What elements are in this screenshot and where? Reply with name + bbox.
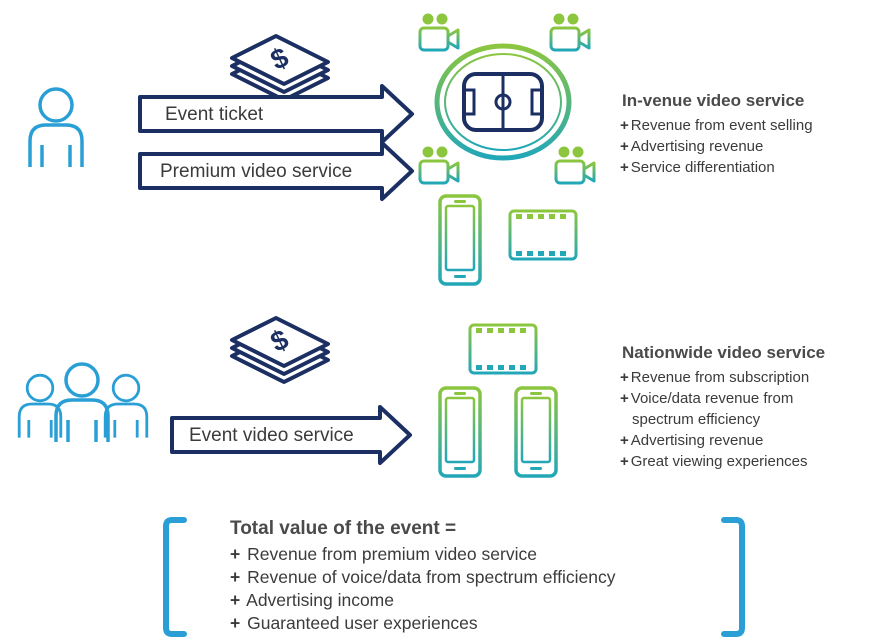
event-ticket-label: Event ticket <box>165 104 264 125</box>
stadium-icon <box>434 43 572 161</box>
smartphone-icon <box>514 386 558 478</box>
event-video-label: Event video service <box>189 425 354 446</box>
list-item: spectrum efficiency <box>632 411 761 428</box>
list-item: +Great viewing experiences <box>620 453 808 470</box>
film-strip-icon <box>468 323 538 375</box>
video-camera-icon <box>549 12 591 52</box>
person-icon <box>28 87 84 169</box>
nationwide-list: +Revenue from subscription +Voice/data r… <box>620 367 809 472</box>
list-item: +Advertising revenue <box>620 432 764 449</box>
list-item: +Revenue from event selling <box>620 117 813 134</box>
list-item: + Guaranteed user experiences <box>230 613 478 633</box>
premium-video-label: Premium video service <box>160 161 353 182</box>
nationwide-title: Nationwide video service <box>622 343 826 362</box>
money-stack-icon <box>230 316 330 384</box>
list-item: +Voice/data revenue from <box>620 390 794 407</box>
list-item: +Revenue from subscription <box>620 369 810 386</box>
money-stack-icon <box>230 34 330 102</box>
premium-video-arrow <box>138 141 414 201</box>
group-icon <box>17 362 149 444</box>
list-item: +Advertising revenue <box>620 138 764 155</box>
list-item: + Revenue from premium video service <box>230 544 537 564</box>
total-list: + Revenue from premium video service + R… <box>230 543 615 635</box>
film-strip-icon <box>508 209 578 261</box>
in-venue-title: In-venue video service <box>622 91 805 110</box>
video-camera-icon <box>554 145 596 185</box>
total-title: Total value of the event = <box>230 518 457 539</box>
right-bracket <box>721 517 745 637</box>
smartphone-icon <box>438 386 482 478</box>
left-bracket <box>163 517 187 637</box>
video-camera-icon <box>418 12 460 52</box>
list-item: + Revenue of voice/data from spectrum ef… <box>230 567 616 587</box>
event-ticket-arrow <box>138 84 414 144</box>
in-venue-list: +Revenue from event selling +Advertising… <box>620 115 813 178</box>
list-item: +Service differentiation <box>620 159 775 176</box>
smartphone-icon <box>438 194 482 286</box>
list-item: + Advertising income <box>230 590 394 610</box>
event-video-arrow <box>170 405 412 465</box>
video-camera-icon <box>418 145 460 185</box>
